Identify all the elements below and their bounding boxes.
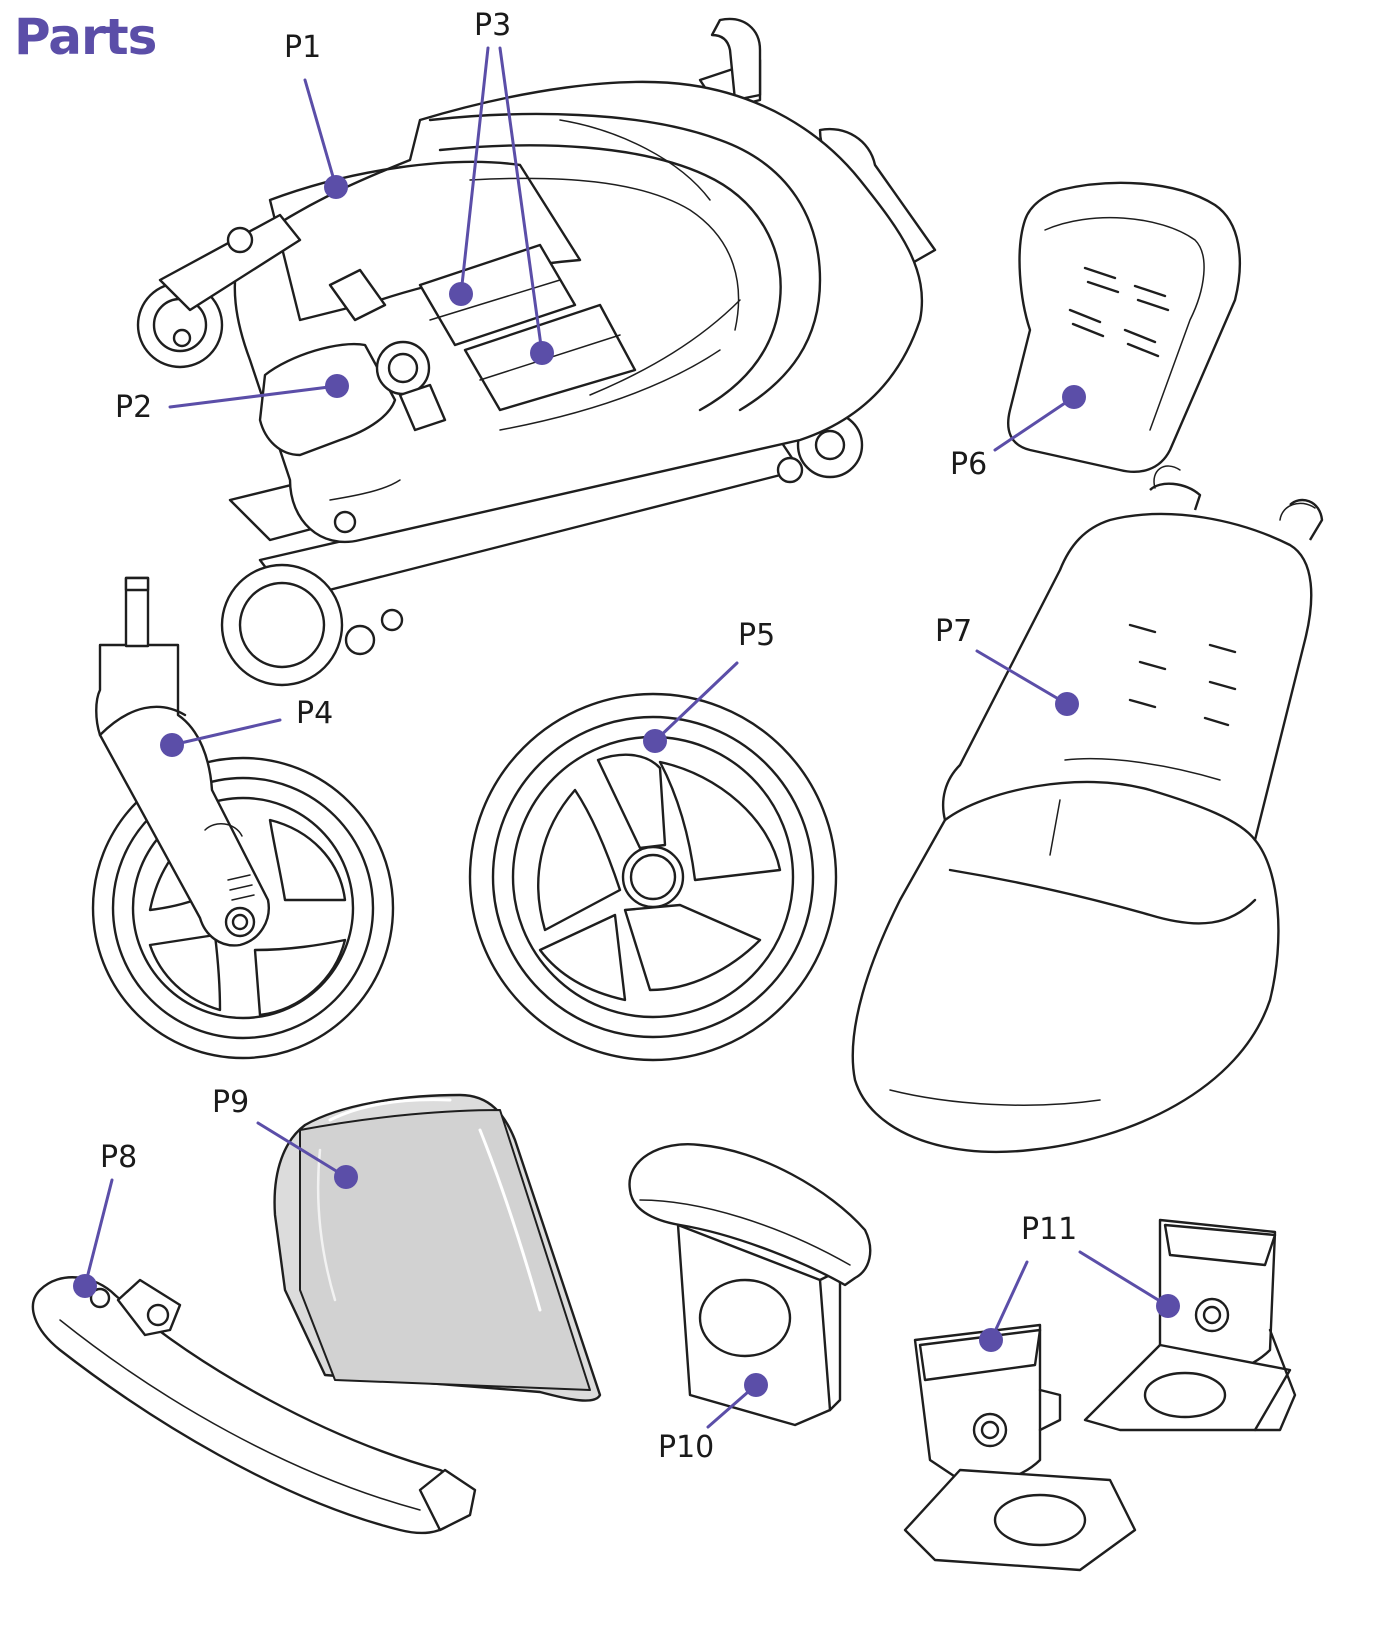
label-p2: P2 — [115, 390, 153, 425]
label-p8: P8 — [100, 1140, 138, 1175]
seat-liner-drawing — [851, 465, 1324, 1154]
adapters-drawing — [903, 1218, 1297, 1572]
marker-p11a — [979, 1328, 1003, 1352]
marker-p9 — [334, 1165, 358, 1189]
marker-p3a — [449, 282, 473, 306]
label-p9: P9 — [212, 1085, 250, 1120]
leader-line-p6 — [993, 395, 1076, 452]
leader-line-p4 — [170, 718, 282, 747]
marker-p7 — [1055, 692, 1079, 716]
marker-p8 — [73, 1274, 97, 1298]
label-p3: P3 — [474, 8, 512, 43]
label-p5: P5 — [738, 618, 776, 653]
marker-p4 — [160, 733, 184, 757]
marker-p1 — [324, 175, 348, 199]
marker-p2 — [325, 374, 349, 398]
leader-line-p3a — [459, 46, 490, 296]
page-title: Parts — [14, 8, 157, 66]
label-p1: P1 — [284, 30, 322, 65]
leader-lines — [73, 46, 1180, 1429]
leader-line-p7 — [975, 649, 1069, 706]
marker-p5 — [643, 729, 667, 753]
leader-line-p5 — [653, 661, 739, 743]
label-p4: P4 — [296, 696, 334, 731]
bumper-bar-drawing — [31, 1276, 477, 1535]
leader-line-p11b — [1078, 1250, 1170, 1308]
marker-p6 — [1062, 385, 1086, 409]
label-p10: P10 — [658, 1430, 715, 1465]
leader-line-p3b — [498, 46, 544, 355]
label-p7: P7 — [935, 614, 973, 649]
marker-p10 — [744, 1373, 768, 1397]
rear-wheel-drawing — [468, 692, 838, 1062]
label-p11: P11 — [1021, 1212, 1078, 1247]
leader-line-p11a — [989, 1260, 1029, 1342]
rain-cover-drawing — [273, 1093, 602, 1402]
folded-stroller-drawing — [136, 17, 937, 687]
leader-line-p9 — [256, 1121, 348, 1179]
leader-line-p8 — [83, 1178, 114, 1288]
front-wheel-drawing — [91, 576, 395, 1060]
leader-line-p1 — [303, 78, 338, 189]
marker-p11b — [1156, 1294, 1180, 1318]
head-cushion-drawing — [1007, 181, 1241, 473]
leader-line-p2 — [168, 384, 339, 409]
marker-p3b — [530, 341, 554, 365]
label-p6: P6 — [950, 447, 988, 482]
armrest-drawing — [628, 1143, 872, 1427]
